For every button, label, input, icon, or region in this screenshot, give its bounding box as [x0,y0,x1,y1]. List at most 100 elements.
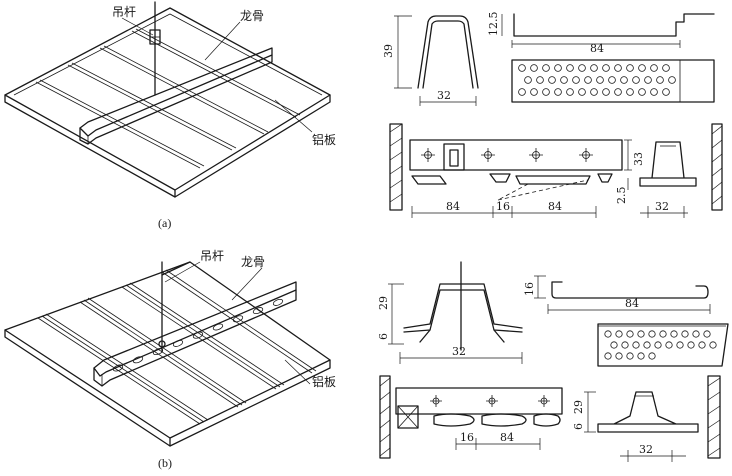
keel-slot [192,331,204,339]
dim-panel-lip-a: 12.5 [487,12,500,37]
bolt-cross [579,148,593,162]
dim-panel-lip-b: 16 [523,282,536,296]
perforation-hole [590,64,598,72]
perforation-hole [676,341,684,349]
perforation-hole [614,88,622,96]
dim-keel-base-b: 32 [639,443,653,456]
dim-channel-height-a: 39 [382,44,395,58]
perforation-hole [584,76,592,84]
perforation-hole [566,64,574,72]
dim-keel-gap-a: 16 [496,200,510,213]
perforation-hole [681,330,689,338]
perforation-hole [608,76,616,84]
perforation-hole [518,88,526,96]
panel-section-a [501,13,715,48]
perforation-hole [604,330,612,338]
dim-keel-height-a: 33 [632,152,645,166]
channel-profile-b [388,261,523,364]
perforation-hole [648,352,656,360]
keel-elevation-a [389,123,632,218]
panel-grooves-a [35,28,301,169]
label-keel-a: 龙骨 [240,9,264,23]
dim-keel-pitch-b: 84 [500,431,514,444]
perforation-hole [524,76,532,84]
perforated-panel-b [597,323,729,367]
bolt-cross [421,148,435,162]
perforation-hole [662,88,670,96]
perforation-hole [644,76,652,84]
dim-keel-height-b: 29 [572,400,585,414]
perforation-hole [637,352,645,360]
perforation-hole [637,330,645,338]
perforation-hole [632,341,640,349]
perforation-hole [554,88,562,96]
caption-a: (a) [158,216,171,230]
perforation-hole [662,64,670,72]
perforation-hole [596,76,604,84]
dim-channel-flange-b: 6 [377,333,390,340]
perforation-hole [554,64,562,72]
perforation-hole [615,352,623,360]
perforation-hole [650,88,658,96]
perforation-hole [530,88,538,96]
perforation-hole [578,64,586,72]
perforation-hole [602,88,610,96]
perforation-hole [626,64,634,72]
dim-channel-height-b: 29 [377,296,390,310]
perforation-hole [648,330,656,338]
label-panel-a: 铝板 [312,132,336,147]
dim-keel-pitch-a: 84 [446,200,460,213]
perforation-hole [668,76,676,84]
perforation-hole [687,341,695,349]
dim-keel-flange-b: 6 [572,423,585,430]
perforation-hole [610,341,618,349]
keel-slot [132,356,144,364]
perforation-hole [548,76,556,84]
perforation-hole [659,330,667,338]
hanger-a [149,1,161,96]
perforation-hole [632,76,640,84]
label-hanger-b: 吊杆 [200,249,224,263]
perforation-hole [530,64,538,72]
keel-slot [272,298,284,306]
channel-profile-a [394,15,479,106]
perforation-hole [650,64,658,72]
perforation-hole [703,330,711,338]
perforation-hole [656,76,664,84]
perforated-panel-a [511,59,715,103]
label-panel-b: 铝板 [312,374,336,389]
perforation-hole [536,76,544,84]
keel-end-section-b [584,375,721,462]
dim-keel-pitch-b-a: 84 [548,200,562,213]
perforation-hole [670,330,678,338]
perforation-hole [643,341,651,349]
keel-end-section-a [639,123,723,218]
figure-a-isometric [4,1,331,198]
perforation-hole [604,352,612,360]
perforation-hole [692,330,700,338]
label-hanger-a: 吊杆 [112,5,136,19]
keel-slot [252,307,264,315]
perforation-hole [665,341,673,349]
perforation-hole [654,341,662,349]
perforation-hole [709,341,717,349]
dim-keel-gap-b: 16 [460,431,474,444]
bolt-cross [538,395,550,407]
bolt-cross [486,395,498,407]
perforation-hole [620,76,628,84]
keel-slot [112,364,124,372]
perforation-hole [638,88,646,96]
hanger-b [158,261,191,353]
keel-slot [212,323,224,331]
caption-b: (b) [158,456,172,470]
dim-channel-width-b: 32 [452,345,466,358]
bolt-cross [430,395,442,407]
perforation-hole [560,76,568,84]
perforation-hole [615,330,623,338]
perforation-hole [626,352,634,360]
perforation-hole [602,64,610,72]
perforation-hole [518,64,526,72]
keel-elevation-b [379,375,563,459]
